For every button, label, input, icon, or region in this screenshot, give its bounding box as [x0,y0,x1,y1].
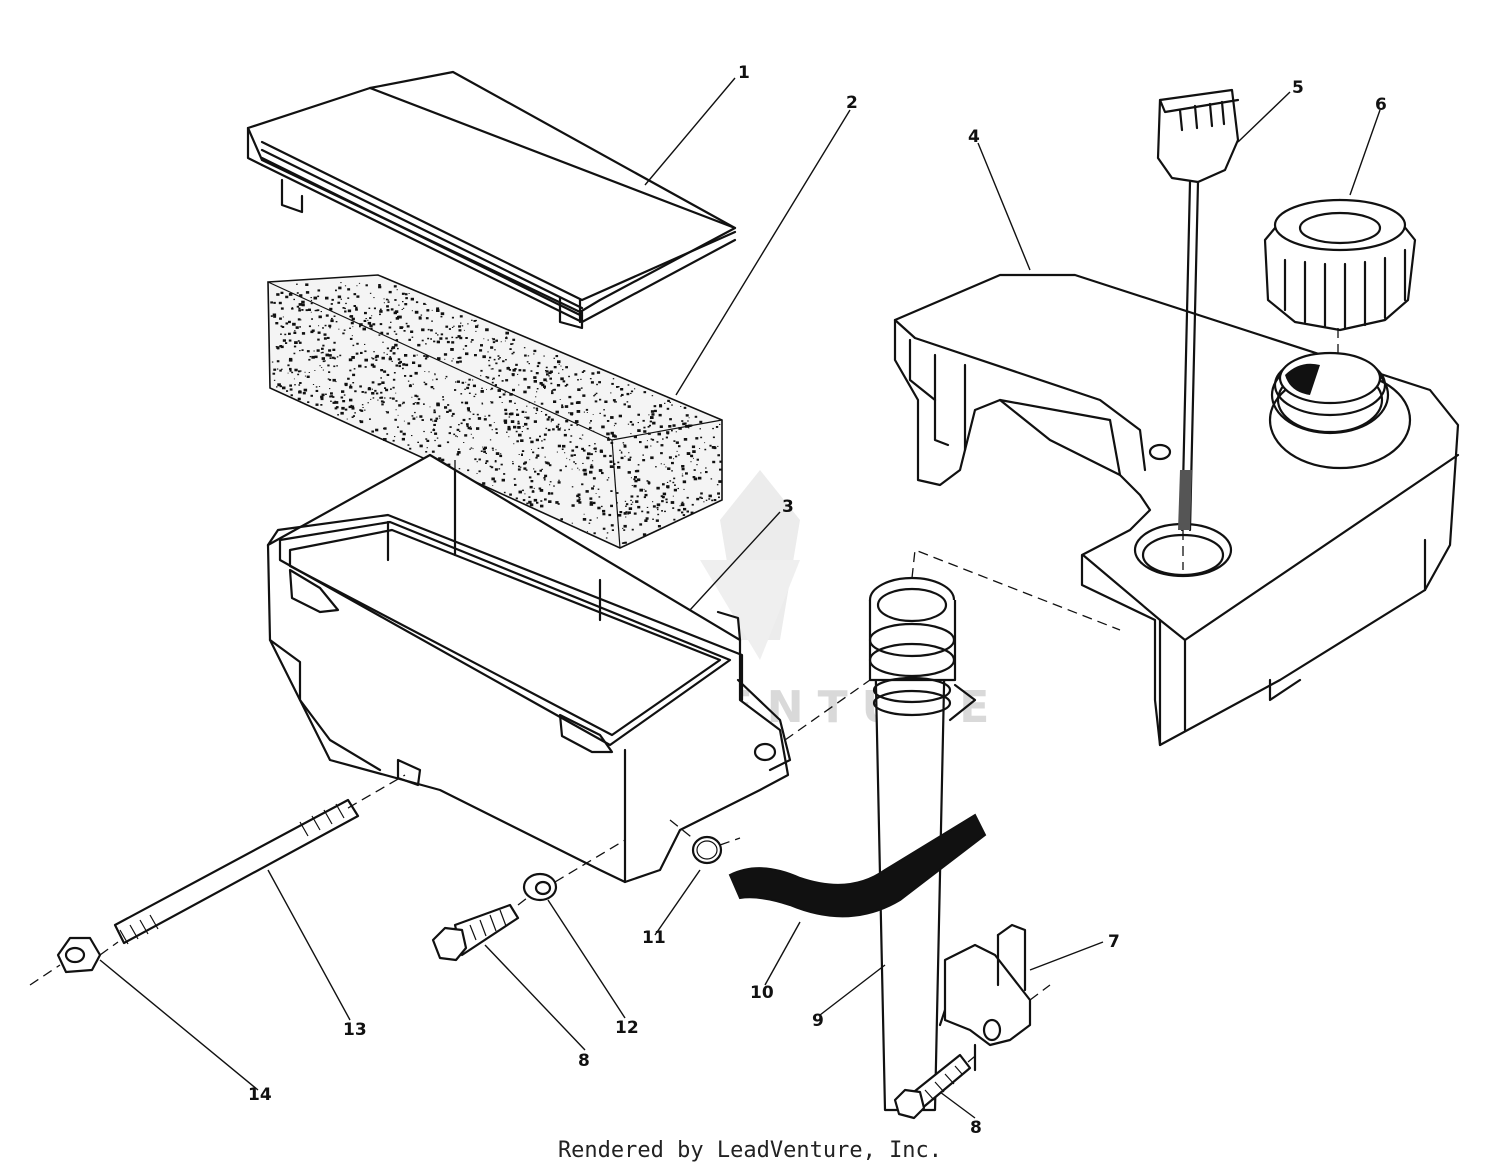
callout-5: 5 [1292,78,1304,98]
assembly-lines [29,328,1339,1063]
part-10-hose[interactable] [728,813,991,918]
callout-12: 12 [615,1018,639,1038]
part-14-nut[interactable] [56,936,102,974]
part-4-fuel-tank[interactable] [893,273,1460,747]
filter-texture [270,282,723,544]
leader-lines [99,77,1381,1119]
part-8-bolt-left[interactable] [431,903,520,962]
callout-6: 6 [1375,95,1387,115]
part-1-cover[interactable] [246,70,737,330]
part-7-bracket[interactable] [943,923,1032,1072]
callout-2: 2 [846,93,858,113]
part-6-fuel-cap[interactable] [1263,198,1417,332]
part-5-dipstick[interactable] [1156,88,1240,532]
callout-7: 7 [1108,932,1120,952]
callouts: 1 2 3 4 5 6 7 8 8 9 10 11 12 13 14 [248,63,1387,1138]
footer-credit: Rendered by LeadVenture, Inc. [557,1138,943,1163]
callout-8-left: 8 [578,1051,590,1071]
callout-3: 3 [782,497,794,517]
part-2-filter[interactable] [267,274,723,549]
part-13-stud[interactable] [113,798,360,945]
callout-13: 13 [343,1020,367,1040]
part-11-o-ring[interactable] [691,835,723,865]
part-12-washer[interactable] [522,872,558,902]
callout-8-right: 8 [970,1118,982,1138]
callout-10: 10 [750,983,774,1003]
callout-9: 9 [812,1011,824,1031]
callout-4: 4 [968,127,980,147]
part-8-bolt-right[interactable] [893,1053,972,1120]
callout-14: 14 [248,1085,272,1105]
callout-11: 11 [642,928,666,948]
callout-1: 1 [738,63,750,83]
